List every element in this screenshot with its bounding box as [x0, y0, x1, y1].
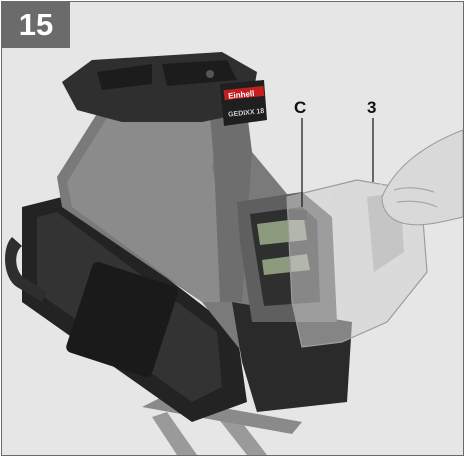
- callout-label-3: 3: [367, 98, 377, 117]
- brand-logo-text: Einhell: [228, 89, 255, 101]
- side-panel: [66, 262, 179, 378]
- stand-leg-left: [152, 412, 197, 455]
- carry-handle: [5, 237, 47, 302]
- step-number-badge: 15: [2, 2, 70, 48]
- callout-label-c: C: [294, 98, 307, 117]
- brand-badge-text: GEDIXX 18: [228, 108, 265, 119]
